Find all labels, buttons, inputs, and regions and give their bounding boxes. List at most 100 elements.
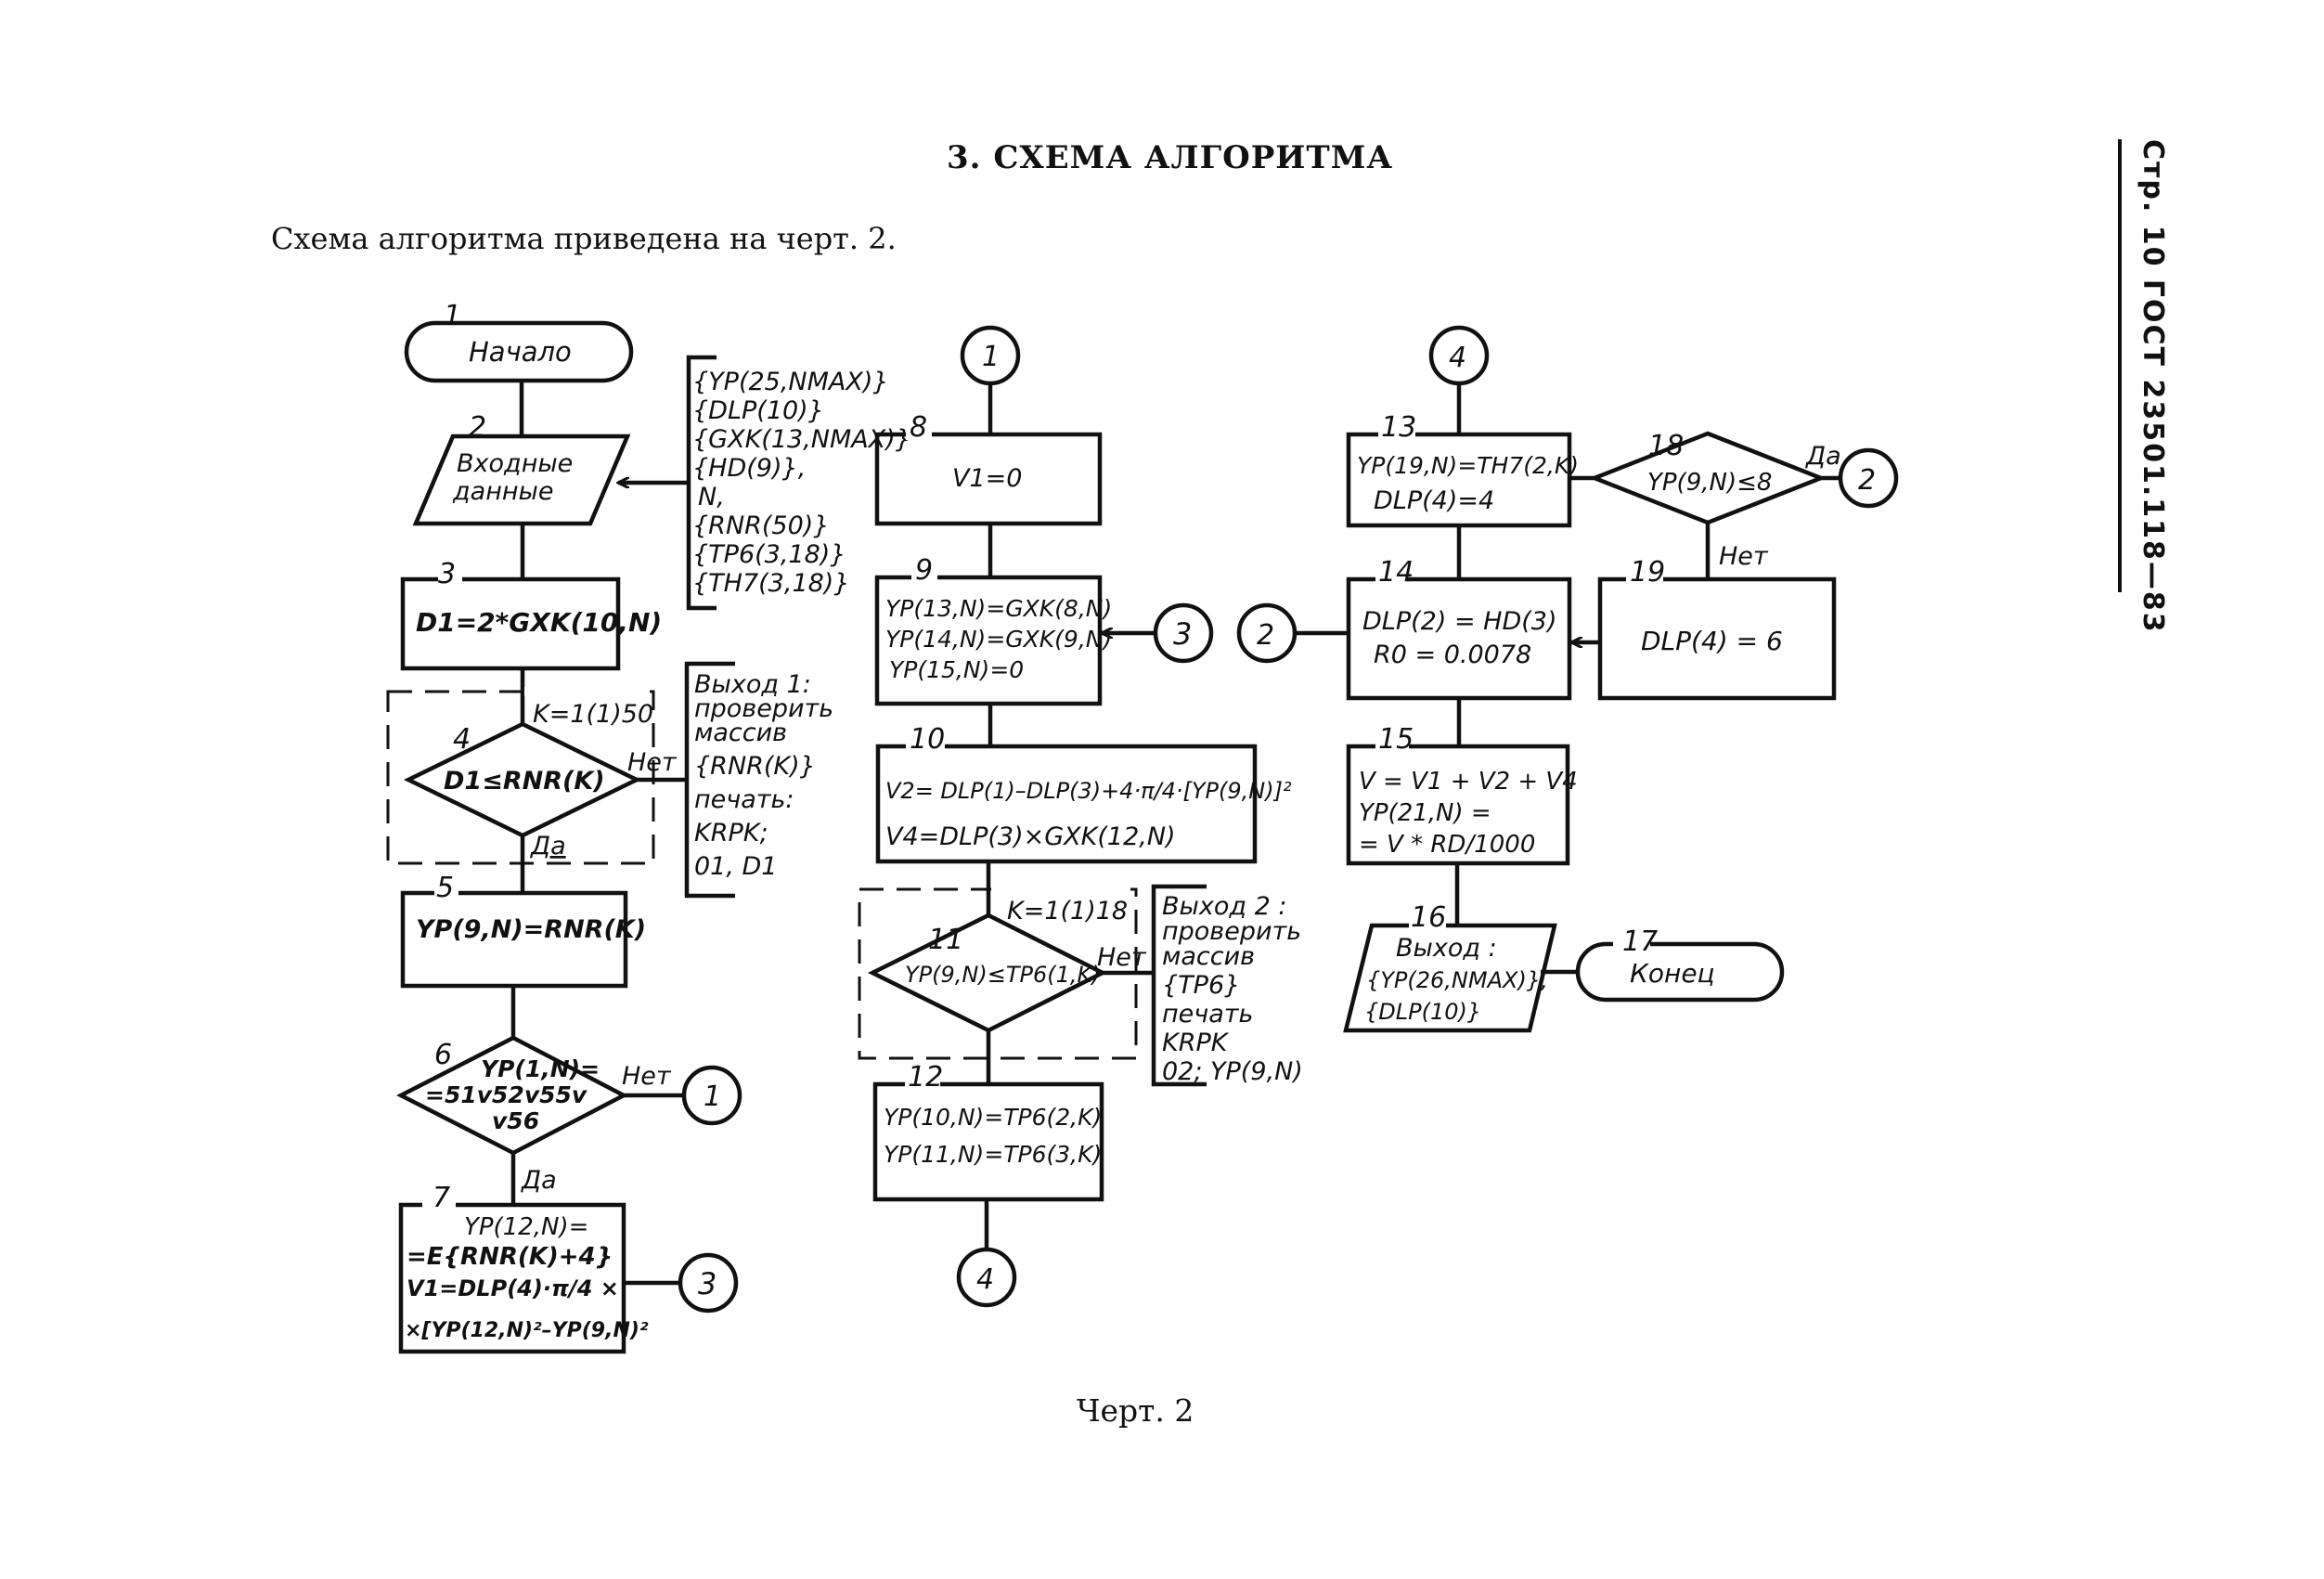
connector-circle [1236,602,1298,664]
block-text: V2= DLP(1)–DLP(3)+4·π/4·[YP(9,N)]² [885,778,1292,804]
block-text: YP(13,N)=GXK(8,N) [885,595,1112,622]
block-text: YP(19,N)=TH7(2,K) [1357,452,1579,479]
block-number: 14 [1378,556,1414,589]
annotation-line: {TP6} [1162,971,1240,1000]
block-14-process: 14 DLP(2) = HD(3) R0 = 0.0078 [1346,556,1572,701]
block-text: YP(1,N)= [481,1055,600,1082]
exit2-annotation: Выход 2 : проверить массив {TP6} печать … [1151,884,1303,1087]
exit1-annotation: Выход 1: проверить массив {RNR(K)} печат… [684,661,833,899]
annotation-line: KRPK; [694,819,768,848]
connector-circle [681,1065,742,1126]
block-15-process: 15 V = V1 + V2 + V4 YP(21,N) = = V * RD/… [1346,723,1578,866]
block-6-decision: 6 YP(1,N)= =51v52v55v v56 Нет Да [396,1035,672,1195]
block-16-output: 16 Выход : {YP(26,NMAX)}, {DLP(10)} [1343,901,1557,1033]
connector-4-in: 4 [1428,325,1490,386]
annotation-line: KRPK [1162,1029,1230,1057]
loop-label: K=1(1)50 [533,700,653,729]
connector-circle [1838,447,1899,509]
block-text: YP(10,N)=TP6(2,K) [884,1104,1102,1131]
block-text: YP(9,N)≤TP6(1,K) [905,962,1101,988]
block-text: D1=2*GXK(10,N) [416,607,662,638]
connector-circle [1153,602,1214,664]
annotation-bracket [684,661,735,899]
block-number: 8 [910,411,927,444]
block-number: 11 [928,924,963,956]
block-2-input: 2 Входные данные [412,411,631,526]
yes-label: Да [1805,442,1841,471]
block-text: YP(9,N)≤8 [1647,469,1772,497]
block-1-start: 1 Начало [404,300,634,383]
block-number: 5 [436,872,454,904]
block-number: 9 [915,554,933,587]
annotation-line: {YP(25,NMAX)} [692,368,889,396]
block-18-decision: 18 YP(9,N)≤8 Да Нет [1588,430,1841,571]
connector-label: 4 [1449,342,1466,374]
annotation-line: {DLP(10)} [692,396,824,425]
block-text: Входные [457,449,573,478]
connector-label: 3 [1173,616,1192,652]
annotation-line: {TP6(3,18)} [692,540,846,569]
block-number: 2 [469,411,486,444]
connector-label: 1 [704,1081,721,1113]
block-number: 7 [433,1182,450,1214]
connector-label: 4 [976,1263,994,1296]
terminator-shape [404,320,634,383]
block-text: YP(9,N)=RNR(K) [416,915,646,944]
process-shape [1597,576,1837,701]
input-data-annotation: {YP(25,NMAX)} {DLP(10)} {GXK(13,NMAX)} {… [618,355,911,611]
yes-label: Да [530,832,566,861]
block-text: =E{RNR(K)+4} [407,1243,613,1271]
block-text: V = V1 + V2 + V4 [1359,768,1578,796]
block-text: данные [452,477,553,506]
annotation-line: {HD(9)}, [692,454,806,483]
process-shape [875,744,1258,864]
block-text: {DLP(10)} [1364,999,1481,1025]
block-number: 10 [910,723,945,756]
block-number: 13 [1381,411,1416,444]
block-7-process: 7 YP(12,N)= =E{RNR(K)+4} V1=DLP(4)·π/4 ×… [398,1182,649,1354]
no-label: Нет [1097,943,1147,972]
annotation-line: 01, D1 [694,852,778,881]
connector-2-in: 2 [1236,602,1298,664]
block-text: DLP(4) = 6 [1641,626,1783,656]
annotation-line: массив [694,718,787,747]
block-text: ×[YP(12,N)²–YP(9,N)² [405,1319,649,1342]
annotation-bracket [1151,884,1207,1087]
block-text: {YP(26,NMAX)}, [1366,967,1548,993]
block-text: V4=DLP(3)×GXK(12,N) [885,822,1176,851]
block-text: YP(15,N)=0 [889,656,1024,683]
block-text: Выход : [1396,934,1497,963]
block-13-process: 13 YP(19,N)=TH7(2,K) DLP(4)=4 [1346,411,1579,528]
annotation-line: {RNR(50)} [692,511,830,540]
input-shape [412,434,631,526]
block-text: YP(12,N)= [464,1213,588,1241]
block-text: Конец [1630,958,1715,989]
block-number: 12 [908,1061,943,1094]
block-4-decision: 4 D1≤RNR(K) Нет Да [403,721,678,861]
process-shape [400,576,621,671]
no-label: Нет [1719,542,1769,571]
connector-label: 2 [1257,619,1274,652]
annotation-line: {TH7(3,18)} [692,569,850,598]
connector-4-out: 4 [956,1247,1017,1308]
annotation-line: печать [1162,1000,1253,1029]
block-text: DLP(2) = HD(3) [1362,607,1557,636]
loop-label: K=1(1)18 [1007,897,1128,925]
block-text: D1≤RNR(K) [444,767,605,796]
section-title: 3. СХЕМА АЛГОРИТМА [947,139,1394,176]
side-header: Стр. 10 ГОСТ 23501.118—83 [2135,139,2172,634]
figure-caption: Черт. 2 [1077,1392,1194,1429]
block-number: 6 [434,1039,452,1071]
block-text: V1=DLP(4)·π/4 × [407,1275,619,1301]
annotation-line: проверить [694,694,833,723]
annotation-line: проверить [1162,917,1301,946]
connector-3-out: 3 [678,1252,739,1314]
block-number: 3 [438,558,456,590]
process-shape [398,1202,626,1354]
connector-label: 1 [982,341,1000,373]
block-text: v56 [492,1107,539,1134]
annotation-line: N, [698,483,725,511]
terminator-shape [1575,941,1785,1003]
side-header-text: Стр. 10 ГОСТ 23501.118—83 [2137,139,2169,634]
connector-label: 3 [698,1266,717,1301]
